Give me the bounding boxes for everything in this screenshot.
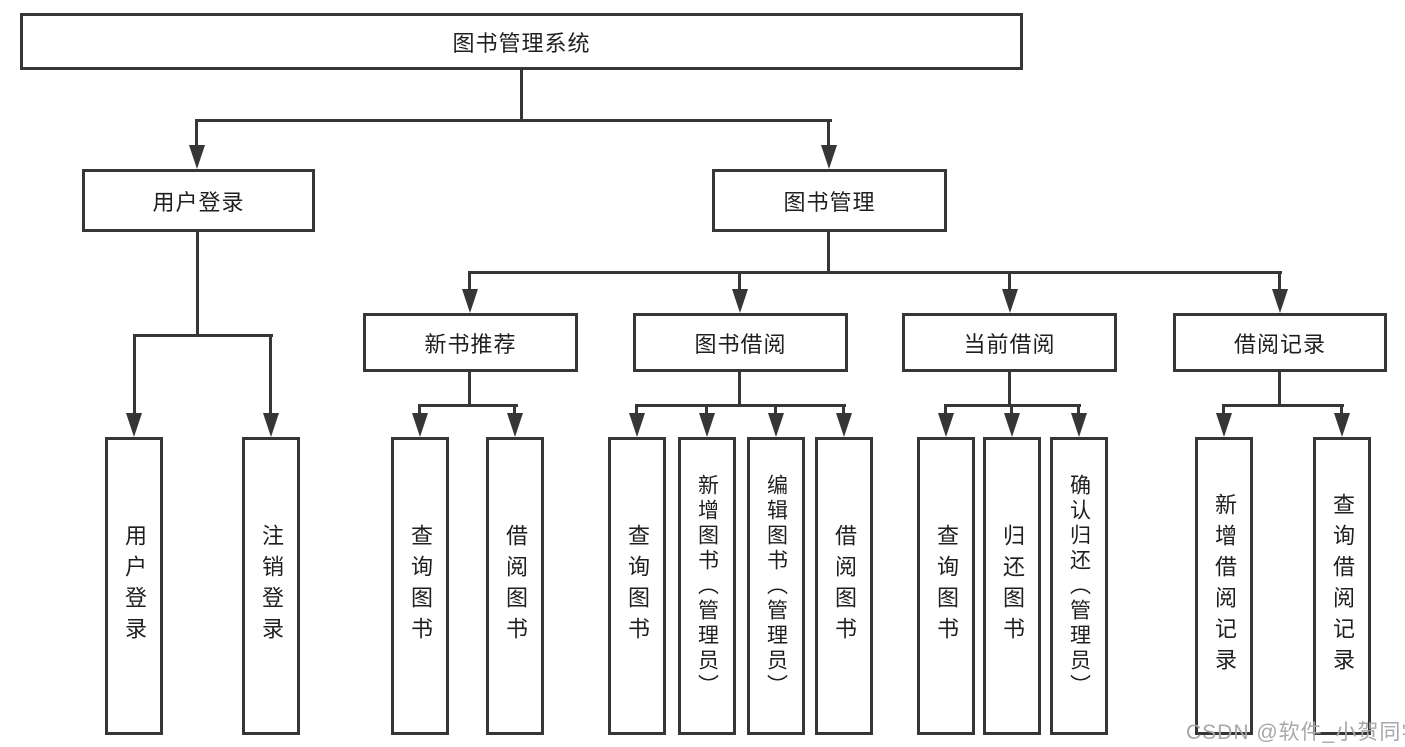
leaf-label: 归还图书 bbox=[1000, 524, 1025, 648]
leaf-label: 查询图书 bbox=[408, 524, 433, 648]
connector-line bbox=[1008, 271, 1011, 293]
connector-line bbox=[1222, 404, 1344, 407]
connector-line bbox=[774, 404, 777, 418]
leaf-label: 新增借阅记录 bbox=[1212, 493, 1237, 679]
leaf-confirm-return-admin: 确认归还（管理员） bbox=[1050, 437, 1108, 735]
arrowhead-down-icon bbox=[821, 145, 837, 169]
connector-line bbox=[196, 119, 832, 122]
connector-line bbox=[944, 404, 947, 418]
leaf-label: 查询借阅记录 bbox=[1330, 493, 1355, 679]
node-current-borrowing: 当前借阅 bbox=[902, 313, 1117, 372]
arrowhead-down-icon bbox=[1002, 289, 1018, 313]
leaf-logout: 注销登录 bbox=[242, 437, 300, 735]
leaf-borrow-books: 借阅图书 bbox=[815, 437, 873, 735]
node-label: 用户登录 bbox=[152, 189, 245, 215]
arrowhead-down-icon bbox=[629, 413, 645, 437]
arrowhead-down-icon bbox=[836, 413, 852, 437]
connector-line bbox=[196, 232, 199, 337]
leaf-label: 查询图书 bbox=[934, 524, 959, 648]
arrowhead-down-icon bbox=[1334, 413, 1350, 437]
arrowhead-down-icon bbox=[189, 145, 205, 169]
arrowhead-down-icon bbox=[1004, 413, 1020, 437]
node-label: 借阅记录 bbox=[1233, 331, 1326, 357]
leaf-label: 新增图书（管理员） bbox=[695, 473, 719, 699]
arrowhead-down-icon bbox=[732, 289, 748, 313]
node-library-management-system: 图书管理系统 bbox=[20, 13, 1023, 70]
arrowhead-down-icon bbox=[412, 413, 428, 437]
leaf-label: 用户登录 bbox=[122, 524, 147, 648]
connector-line bbox=[705, 404, 708, 418]
connector-line bbox=[635, 404, 638, 418]
node-user-login: 用户登录 bbox=[82, 169, 315, 232]
connector-line bbox=[1008, 372, 1011, 407]
node-book-borrowing: 图书借阅 bbox=[633, 313, 848, 372]
connector-line bbox=[133, 334, 136, 416]
watermark: CSDN @软件_小贺同学 bbox=[1186, 721, 1405, 744]
connector-line bbox=[1340, 404, 1343, 418]
node-book-management: 图书管理 bbox=[712, 169, 947, 232]
node-new-book-recommendation: 新书推荐 bbox=[363, 313, 578, 372]
leaf-add-books-admin: 新增图书（管理员） bbox=[678, 437, 736, 735]
connector-line bbox=[513, 404, 516, 418]
connector-line bbox=[520, 70, 523, 122]
connector-line bbox=[468, 271, 1282, 274]
leaf-label: 借阅图书 bbox=[832, 524, 857, 648]
connector-line bbox=[1278, 271, 1281, 293]
node-label: 新书推荐 bbox=[424, 331, 517, 357]
connector-line bbox=[269, 334, 272, 416]
arrowhead-down-icon bbox=[699, 413, 715, 437]
arrowhead-down-icon bbox=[1272, 289, 1288, 313]
arrowhead-down-icon bbox=[462, 289, 478, 313]
connector-line bbox=[738, 372, 741, 407]
leaf-label: 编辑图书（管理员） bbox=[764, 473, 788, 699]
arrowhead-down-icon bbox=[768, 413, 784, 437]
arrowhead-down-icon bbox=[1071, 413, 1087, 437]
connector-line bbox=[1077, 404, 1080, 418]
connector-line bbox=[1010, 404, 1013, 418]
node-label: 图书借阅 bbox=[694, 331, 787, 357]
connector-line bbox=[195, 119, 198, 149]
arrowhead-down-icon bbox=[507, 413, 523, 437]
connector-line bbox=[418, 404, 518, 407]
connector-line bbox=[1278, 372, 1281, 407]
leaf-query-books-current: 查询图书 bbox=[917, 437, 975, 735]
connector-line bbox=[738, 271, 741, 293]
node-label: 图书管理系统 bbox=[452, 30, 591, 56]
connector-line bbox=[842, 404, 845, 418]
leaf-label: 查询图书 bbox=[625, 524, 650, 648]
node-borrowing-records: 借阅记录 bbox=[1173, 313, 1387, 372]
leaf-query-books-borrow: 查询图书 bbox=[608, 437, 666, 735]
leaf-query-borrow-record: 查询借阅记录 bbox=[1313, 437, 1371, 735]
arrowhead-down-icon bbox=[938, 413, 954, 437]
leaf-label: 借阅图书 bbox=[503, 524, 528, 648]
node-label: 当前借阅 bbox=[963, 331, 1056, 357]
leaf-query-books-recommend: 查询图书 bbox=[391, 437, 449, 735]
connector-line bbox=[1222, 404, 1225, 418]
leaf-borrow-books-recommend: 借阅图书 bbox=[486, 437, 544, 735]
connector-line bbox=[827, 232, 830, 274]
connector-line bbox=[468, 372, 471, 407]
arrowhead-down-icon bbox=[1216, 413, 1232, 437]
connector-line bbox=[635, 404, 846, 407]
connector-line bbox=[418, 404, 421, 418]
leaf-label: 注销登录 bbox=[259, 524, 284, 648]
leaf-label: 确认归还（管理员） bbox=[1067, 473, 1091, 699]
connector-line bbox=[827, 119, 830, 149]
node-label: 图书管理 bbox=[783, 189, 876, 215]
leaf-add-borrow-record: 新增借阅记录 bbox=[1195, 437, 1253, 735]
leaf-user-login: 用户登录 bbox=[105, 437, 163, 735]
arrowhead-down-icon bbox=[126, 413, 142, 437]
leaf-edit-books-admin: 编辑图书（管理员） bbox=[747, 437, 805, 735]
connector-line bbox=[133, 334, 273, 337]
leaf-return-books: 归还图书 bbox=[983, 437, 1041, 735]
arrowhead-down-icon bbox=[263, 413, 279, 437]
connector-line bbox=[468, 271, 471, 293]
